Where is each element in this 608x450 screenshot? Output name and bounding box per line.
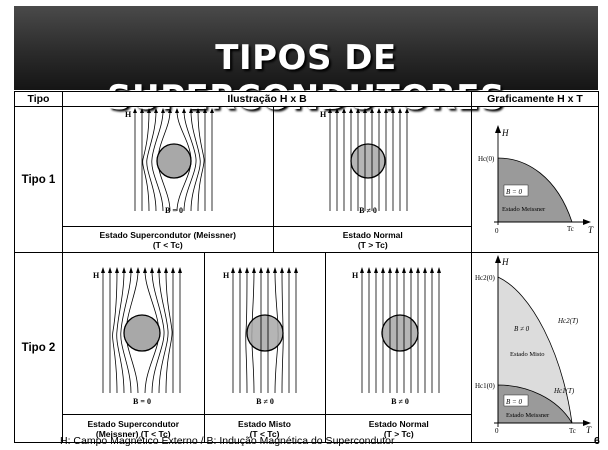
row-label-tipo-1: Tipo 1 xyxy=(14,106,63,253)
field-h-label: H xyxy=(352,271,359,280)
illus-mixed-2: H B ≠ 0 xyxy=(203,253,326,416)
caption-mixed-2: Estado Misto (T < Tc) xyxy=(203,414,326,442)
normal-field-diagram: H B ≠ 0 xyxy=(320,108,409,215)
normal-field-diagram: H B ≠ 0 xyxy=(352,267,441,406)
field-h-label: H xyxy=(320,110,327,119)
graph-tipo-2: H T 0 Hc2(0) Hc1(0) Hc2(T) Hc1(T) Tc B ≠… xyxy=(471,252,599,443)
tc-label: Tc xyxy=(569,427,576,435)
upper-region-label: Estado Misto xyxy=(510,351,545,358)
mixed-field-diagram: H B ≠ 0 xyxy=(223,267,298,406)
equation-label: B ≠ 0 xyxy=(359,206,377,215)
row-tipo-2: Tipo 2 xyxy=(14,252,599,443)
hc2-curve-label: Hc2(T) xyxy=(557,317,579,325)
x-axis-label: T xyxy=(586,425,592,435)
origin-label: 0 xyxy=(495,427,499,435)
illustrations-tipo-2: H B = 0 xyxy=(62,252,472,443)
equation-label: B ≠ 0 xyxy=(256,397,274,406)
caption-meissner-1: Estado Supercondutor (Meissner) (T < Tc) xyxy=(63,226,274,252)
superconductor-table: Tipo Ilustração H x B Graficamente H x T… xyxy=(14,91,599,443)
hc1-zero-label: Hc1(0) xyxy=(475,382,495,390)
page-number: 6 xyxy=(594,435,600,447)
caption-normal-2: Estado Normal (T > Tc) xyxy=(324,414,472,442)
hc2-zero-label: Hc2(0) xyxy=(475,274,495,282)
lower-region-label: Estado Meissner xyxy=(506,412,550,419)
meissner-field-diagram: H B = 0 xyxy=(125,108,214,215)
hc-label: Hc(0) xyxy=(478,155,495,163)
phase-diagram-tipo-2: H T 0 Hc2(0) Hc1(0) Hc2(T) Hc1(T) Tc B ≠… xyxy=(475,255,592,435)
caption-meissner-2: Estado Supercondutor (Meissner) (T < Tc) xyxy=(63,414,205,442)
y-axis-label: H xyxy=(501,128,509,138)
row-tipo-1: Tipo 1 xyxy=(14,106,599,253)
equation-label: B = 0 xyxy=(165,206,183,215)
meissner-field-diagram: H B = 0 xyxy=(93,267,182,406)
illus-meissner-2: H B = 0 xyxy=(63,253,205,416)
field-h-label: H xyxy=(93,271,100,280)
illus-normal-2: H B ≠ 0 xyxy=(324,253,472,416)
tc-label: Tc xyxy=(567,225,574,233)
upper-equation: B ≠ 0 xyxy=(514,325,530,333)
region-equation: B = 0 xyxy=(506,188,522,196)
graph-tipo-1: H T 0 Hc(0) Tc B = 0 Estado Meissner xyxy=(471,106,599,253)
lower-equation: B = 0 xyxy=(506,398,522,406)
hc1-curve-label: Hc1(T) xyxy=(553,387,575,395)
caption-normal-1: Estado Normal (T > Tc) xyxy=(272,226,472,252)
x-axis-label: T xyxy=(588,225,594,235)
slide-footer: H: Campo Magnético Externo / B: Indução … xyxy=(60,435,395,447)
field-h-label: H xyxy=(223,271,230,280)
illus-normal-1: H B ≠ 0 xyxy=(272,107,472,228)
header-illustration: Ilustração H x B xyxy=(62,91,472,107)
equation-label: B = 0 xyxy=(133,397,151,406)
region-label: Estado Meissner xyxy=(502,206,546,213)
row-label-tipo-2: Tipo 2 xyxy=(14,252,63,443)
origin-label: 0 xyxy=(495,227,499,235)
illus-meissner-1: H B = 0 xyxy=(63,107,274,228)
equation-label: B ≠ 0 xyxy=(391,397,409,406)
field-h-label: H xyxy=(125,110,132,119)
y-axis-label: H xyxy=(501,257,509,267)
header-graph: Graficamente H x T xyxy=(471,91,599,107)
illustrations-tipo-1: H B = 0 xyxy=(62,106,472,253)
header-tipo: Tipo xyxy=(14,91,63,107)
phase-diagram-tipo-1: H T 0 Hc(0) Tc B = 0 Estado Meissner xyxy=(478,125,594,235)
header-row: Tipo Ilustração H x B Graficamente H x T xyxy=(14,91,599,107)
title-banner: TIPOS DE SUPERCONDUTORES xyxy=(14,6,598,118)
